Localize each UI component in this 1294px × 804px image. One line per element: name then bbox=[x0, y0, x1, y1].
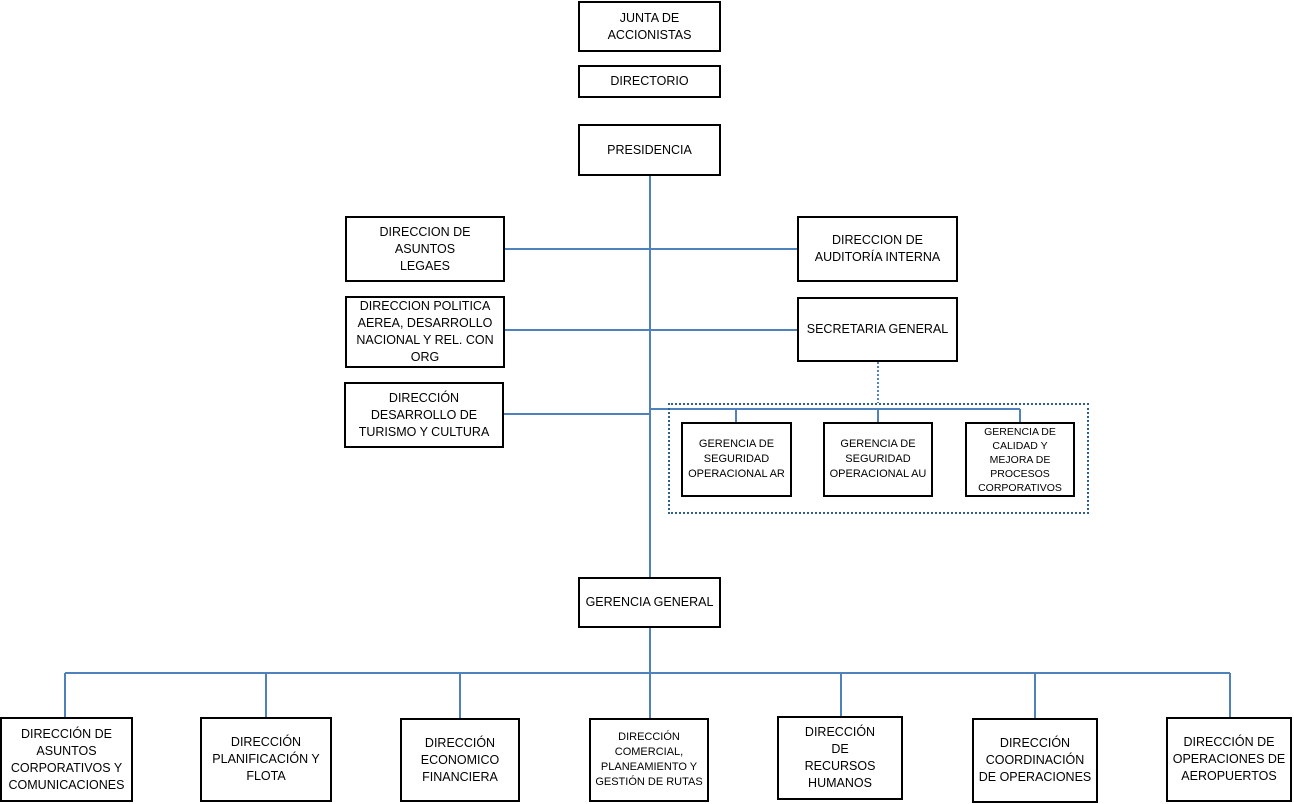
box-secretaria-general: SECRETARIA GENERAL bbox=[797, 297, 958, 362]
box-asuntos-corporativos: DIRECCIÓN DE ASUNTOS CORPORATIVOS Y COMU… bbox=[0, 717, 133, 802]
box-seguridad-au: GERENCIA DE SEGURIDAD OPERACIONAL AU bbox=[823, 422, 933, 497]
box-auditoria-interna: DIRECCION DE AUDITORÍA INTERNA bbox=[797, 216, 958, 282]
box-economico-financiera: DIRECCIÓN ECONOMICO FINANCIERA bbox=[400, 718, 520, 802]
box-operaciones-aeropuertos: DIRECCIÓN DE OPERACIONES DE AEROPUERTOS bbox=[1166, 717, 1292, 802]
box-seguridad-ar: GERENCIA DE SEGURIDAD OPERACIONAL AR bbox=[681, 422, 792, 497]
box-gerencia-general: GERENCIA GENERAL bbox=[578, 577, 721, 628]
gerencias-group bbox=[668, 403, 1089, 514]
box-planificacion-flota: DIRECCIÓN PLANIFICACIÓN Y FLOTA bbox=[200, 717, 332, 802]
box-directorio: DIRECTORIO bbox=[578, 65, 721, 98]
box-calidad-procesos: GERENCIA DE CALIDAD Y MEJORA DE PROCESOS… bbox=[965, 422, 1075, 497]
box-recursos-humanos: DIRECCIÓN DE RECURSOS HUMANOS bbox=[777, 716, 903, 800]
box-junta-accionistas: JUNTA DE ACCIONISTAS bbox=[578, 1, 721, 52]
box-politica-aerea: DIRECCION POLITICA AEREA, DESARROLLO NAC… bbox=[345, 296, 505, 368]
box-turismo-cultura: DIRECCIÓN DESARROLLO DE TURISMO Y CULTUR… bbox=[344, 382, 504, 448]
box-presidencia: PRESIDENCIA bbox=[578, 124, 721, 176]
box-asuntos-legales: DIRECCION DE ASUNTOS LEGAES bbox=[345, 216, 505, 282]
box-coordinacion-operaciones: DIRECCIÓN COORDINACIÓN DE OPERACIONES bbox=[972, 718, 1098, 803]
box-comercial-rutas: DIRECCIÓN COMERCIAL, PLANEAMIENTO Y GEST… bbox=[589, 718, 709, 802]
